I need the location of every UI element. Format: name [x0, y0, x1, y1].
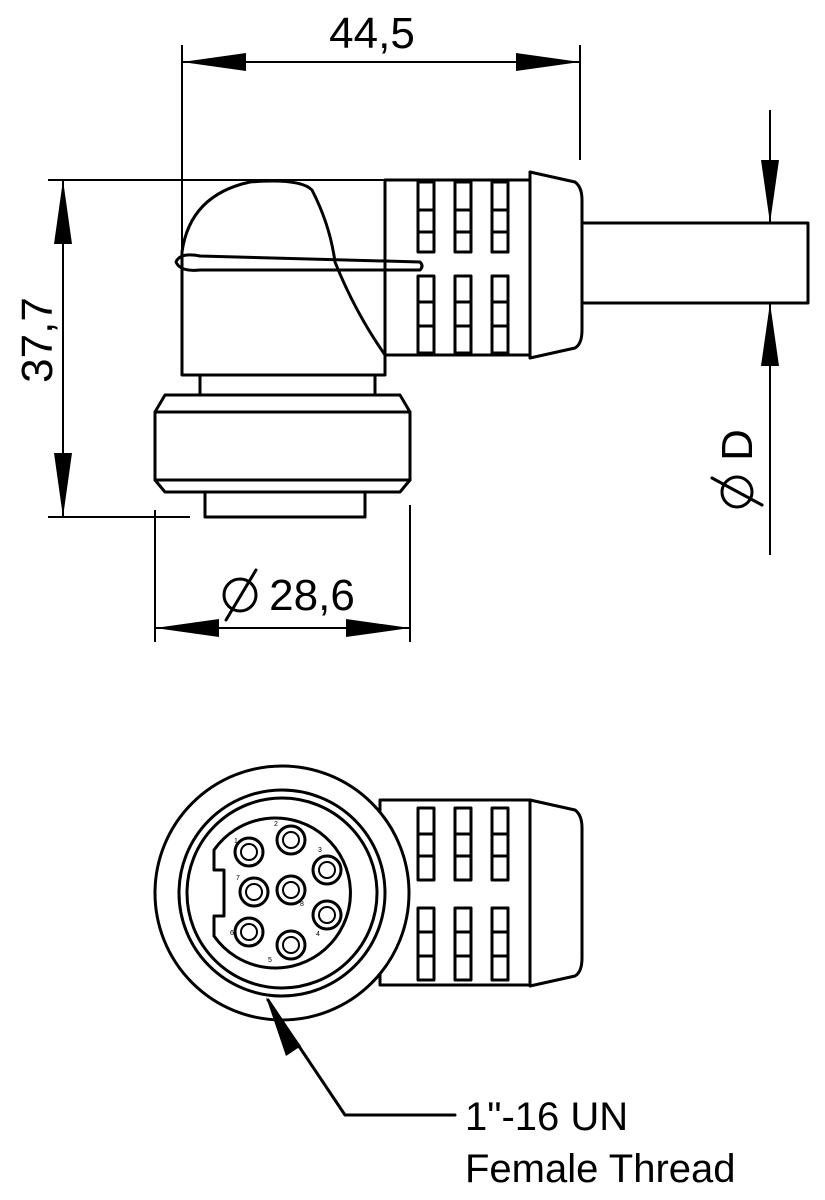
- diameter-symbol-icon: [222, 568, 258, 622]
- insert-face: [212, 816, 352, 970]
- coupling-nut-ring: [177, 788, 387, 998]
- arrow-dia-left: [155, 619, 219, 637]
- pin-6: 6: [230, 916, 265, 948]
- thread-spec-label: 1"-16 UN: [465, 1095, 628, 1139]
- arrow-up: [54, 180, 72, 244]
- pin-8: 8: [275, 874, 307, 908]
- svg-text:8: 8: [300, 901, 304, 908]
- pin-4: 4: [311, 899, 343, 938]
- svg-text:5: 5: [268, 957, 272, 964]
- thread-type-label: Female Thread: [465, 1147, 736, 1191]
- svg-text:6: 6: [230, 930, 234, 937]
- thread-ring: [185, 796, 379, 990]
- cable-diameter-symbol-icon: [710, 475, 764, 509]
- dimension-diameter-label: 28,6: [269, 571, 355, 620]
- arrow-right: [516, 53, 580, 71]
- arrow-down: [54, 453, 72, 517]
- cable: [580, 221, 810, 305]
- front-strain-relief-ribs: [416, 806, 510, 982]
- strain-relief-collar: [528, 170, 584, 360]
- pin-5: 5: [268, 929, 307, 964]
- dimension-width-label: 44,5: [329, 9, 415, 58]
- pin-2: 2: [274, 821, 307, 856]
- svg-text:4: 4: [316, 931, 320, 938]
- pin-3: 3: [311, 847, 343, 886]
- coupling-nut-outer: [153, 764, 411, 1022]
- arrow-cable-down: [761, 160, 779, 223]
- housing-band: [174, 253, 424, 272]
- svg-text:2: 2: [274, 821, 278, 828]
- neck: [198, 373, 377, 397]
- svg-text:1: 1: [234, 838, 238, 845]
- front-view: 1 2 3 4 5 6 7 8: [153, 764, 736, 1191]
- contact-carrier: [203, 490, 367, 519]
- svg-text:3: 3: [318, 847, 322, 854]
- strain-relief-ribs: [416, 180, 510, 355]
- arrow-cable-up: [761, 303, 779, 366]
- coupling-nut: [153, 393, 412, 494]
- arrow-dia-right: [346, 619, 410, 637]
- pin-7: 7: [236, 875, 270, 908]
- arrow-left: [182, 53, 246, 71]
- dimension-height-label: 37,7: [13, 297, 62, 383]
- side-view: 44,5 37,7 28,6 D: [13, 9, 810, 642]
- front-strain-relief-collar: [528, 798, 584, 988]
- cable-diameter-label: D: [713, 429, 762, 461]
- pin-1: 1: [233, 836, 265, 868]
- angled-housing: [180, 179, 387, 377]
- callout-arrow: [266, 997, 301, 1056]
- svg-text:7: 7: [236, 875, 240, 882]
